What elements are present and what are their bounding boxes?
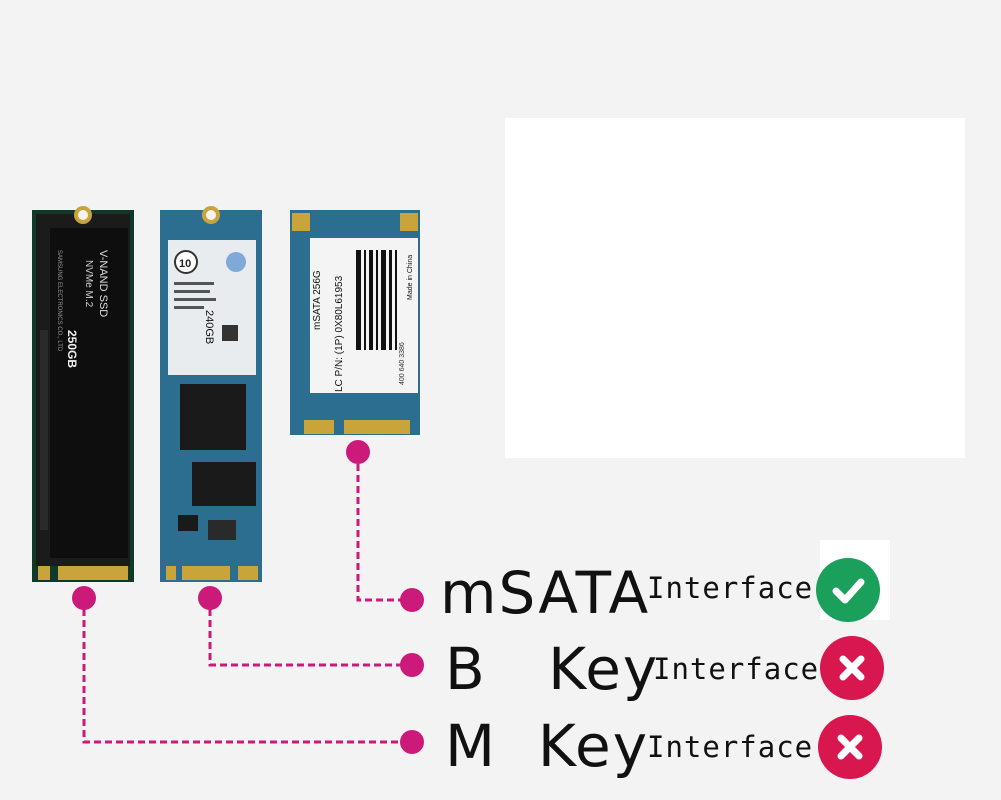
b-key-label: B Key [445, 635, 660, 703]
b-key-capacity-text: 240GB [203, 310, 215, 344]
cross-icon [837, 734, 863, 760]
m-key-label: M Key [445, 712, 650, 780]
b-key-status-badge [820, 636, 884, 700]
m-key-interface-label: Interface [647, 730, 814, 764]
msata-label: mSATA [440, 559, 651, 627]
b-key-dot-top [198, 586, 222, 610]
connector-dots [72, 440, 424, 754]
msata-connector-line [356, 453, 412, 602]
m-key-brand-text: V-NAND SSD [97, 250, 109, 317]
msata-dot-end [400, 588, 424, 612]
msata-title-text: mSATA 256G [312, 270, 323, 330]
b-key-connector-line [208, 598, 412, 667]
cross-icon [839, 655, 865, 681]
msata-ssd-card: mSATA 256G LC P/N: (1P) 0X80L61953 Made … [290, 210, 420, 435]
check-icon [832, 578, 865, 604]
msata-status-badge [816, 558, 880, 622]
m-key-status-badge [818, 715, 882, 779]
m-key-ssd-card: V-NAND SSD NVMe M.2 250GB SAMSUNG ELECTR… [32, 206, 134, 582]
m-key-connector-line [82, 598, 412, 744]
b-key-ssd-card: 10 240GB [160, 206, 262, 582]
m-key-maker-text: SAMSUNG ELECTRONICS CO., LTD [56, 250, 62, 352]
msata-part-text: LC P/N: (1P) 0X80L61953 [334, 275, 345, 392]
m-key-capacity-text: 250GB [65, 330, 79, 368]
m-key-dot-top [72, 586, 96, 610]
msata-origin-text: Made in China [407, 255, 414, 300]
b-key-interface-label: Interface [653, 652, 820, 686]
b-key-dot-end [400, 653, 424, 677]
m-key-model-text: NVMe M.2 [83, 260, 94, 308]
msata-interface-label: Interface [647, 571, 814, 605]
b-key-badge-text: 10 [179, 258, 191, 270]
msata-code-text: 400 640 3386 [399, 342, 406, 385]
m-key-dot-end [400, 730, 424, 754]
msata-dot-top [346, 440, 370, 464]
connector-lines [82, 453, 412, 744]
